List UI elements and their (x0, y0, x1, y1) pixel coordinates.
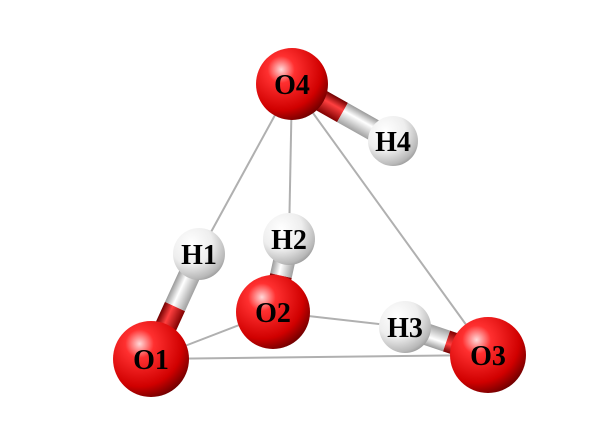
oxygen-sphere (256, 48, 328, 120)
atom-label-o3: O3 (470, 341, 506, 372)
hydrogen-sphere (368, 116, 418, 166)
atom-label-h3: H3 (387, 313, 423, 344)
contact-line-o4-o3 (291, 83, 489, 356)
oxygen-sphere (450, 317, 526, 393)
atom-label-o4: O4 (274, 70, 310, 101)
atom-o2: O2 (236, 275, 310, 349)
atom-h1: H1 (173, 228, 225, 280)
atom-label-h1: H1 (181, 240, 217, 271)
contact-line-o1-o3 (150, 354, 489, 360)
oxygen-sphere (236, 275, 310, 349)
hydrogen-sphere (263, 213, 315, 265)
atom-o1: O1 (113, 321, 189, 397)
atom-o3: O3 (450, 317, 526, 393)
atom-h2: H2 (263, 213, 315, 265)
oxygen-sphere (113, 321, 189, 397)
atom-h4: H4 (368, 116, 418, 166)
atom-label-o1: O1 (133, 345, 169, 376)
atom-label-o2: O2 (255, 298, 291, 329)
atom-label-h2: H2 (271, 225, 307, 256)
atom-o4: O4 (256, 48, 328, 120)
hydrogen-sphere (379, 301, 431, 353)
contact-lines (150, 83, 489, 360)
hydrogen-sphere (173, 228, 225, 280)
atom-h3: H3 (379, 301, 431, 353)
atom-label-h4: H4 (375, 127, 411, 158)
